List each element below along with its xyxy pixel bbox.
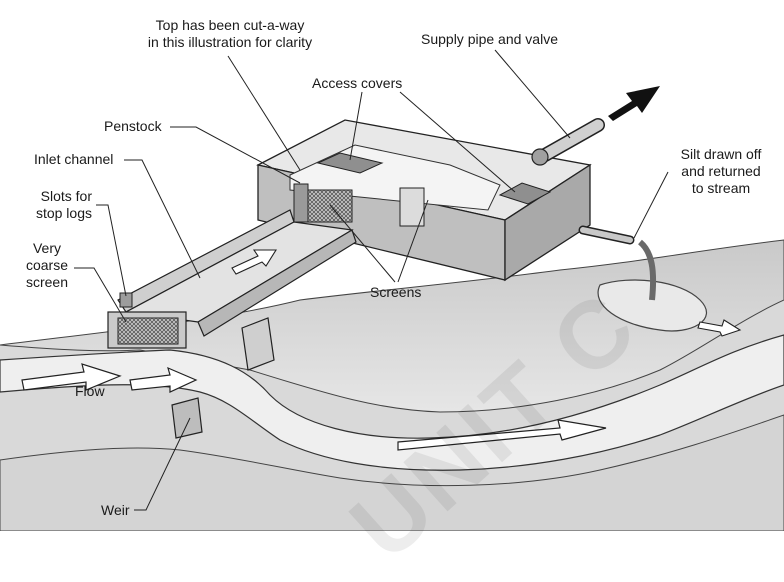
supply-valve bbox=[531, 148, 549, 166]
leader-silt bbox=[633, 171, 669, 239]
leader-lines bbox=[74, 49, 669, 511]
stop-log-slot bbox=[119, 292, 133, 308]
label-top-cutaway: Top has been cut-a-way in this illustrat… bbox=[130, 17, 330, 51]
far-bank bbox=[0, 239, 784, 413]
leader-top-cutaway bbox=[227, 55, 301, 171]
weir-structure bbox=[171, 397, 203, 439]
label-silt: Silt drawn off and returned to stream bbox=[666, 146, 776, 197]
label-penstock: Penstock bbox=[104, 118, 162, 134]
label-inlet-channel: Inlet channel bbox=[34, 151, 114, 167]
leader-access-2 bbox=[399, 91, 516, 193]
inlet-flow-arrow bbox=[231, 249, 277, 275]
flow-arrow-2 bbox=[129, 366, 198, 393]
leader-supply-pipe bbox=[494, 49, 571, 139]
access-cover-2 bbox=[498, 182, 552, 205]
leader-slots bbox=[96, 204, 127, 297]
silt-pipe-inner bbox=[580, 227, 633, 243]
label-weir: Weir bbox=[101, 502, 130, 518]
diagram-stage: UNIT C Top has been cut-a-way in this il… bbox=[0, 17, 784, 580]
label-slots: Slots for stop logs bbox=[28, 188, 92, 222]
label-slots-line-1: Slots for bbox=[40, 188, 92, 204]
basin-screen-frame bbox=[293, 183, 309, 223]
basin-side bbox=[504, 163, 591, 282]
access-cover-1 bbox=[316, 152, 384, 174]
coarse-screen-bars bbox=[117, 317, 179, 345]
leader-access-1 bbox=[349, 91, 363, 161]
stream-flow-arrow bbox=[397, 419, 607, 451]
leader-screens-1 bbox=[329, 204, 396, 283]
label-slots-line-2: stop logs bbox=[35, 205, 92, 221]
supply-arrow bbox=[608, 86, 660, 121]
label-silt-line-2: and returned bbox=[681, 163, 761, 179]
basin-screen-second bbox=[399, 187, 425, 227]
diagram-illustration bbox=[0, 49, 784, 531]
label-access-covers: Access covers bbox=[312, 75, 403, 91]
weir-wall-upper bbox=[241, 317, 275, 371]
leader-weir bbox=[134, 417, 191, 511]
label-supply-pipe: Supply pipe and valve bbox=[421, 31, 558, 47]
lower-bank bbox=[0, 414, 784, 531]
leader-screens-2 bbox=[397, 199, 429, 283]
leader-inlet bbox=[124, 159, 201, 279]
silt-outflow bbox=[637, 239, 657, 301]
label-silt-line-1: Silt drawn off bbox=[680, 146, 762, 162]
label-top-cutaway-line-2: in this illustration for clarity bbox=[147, 34, 313, 50]
label-silt-line-3: to stream bbox=[691, 180, 751, 196]
label-coarse-screen-line-3: screen bbox=[25, 274, 69, 290]
label-coarse-screen: Very coarse screen bbox=[20, 240, 74, 291]
label-top-cutaway-line-1: Top has been cut-a-way bbox=[155, 17, 305, 33]
label-screens: Screens bbox=[370, 284, 422, 300]
label-coarse-screen-line-1: Very bbox=[32, 240, 61, 256]
leader-coarse bbox=[74, 267, 127, 323]
silt-return-arrow bbox=[697, 319, 742, 337]
stream bbox=[0, 334, 784, 471]
leader-penstock bbox=[170, 126, 301, 184]
flow-arrow-1 bbox=[21, 363, 122, 391]
label-coarse-screen-line-2: coarse bbox=[25, 257, 69, 273]
basin-screen-mesh bbox=[307, 189, 353, 223]
label-flow: Flow bbox=[75, 383, 105, 399]
inlet-channel-right-wall bbox=[197, 229, 357, 337]
supply-pipe-inner bbox=[539, 119, 604, 161]
